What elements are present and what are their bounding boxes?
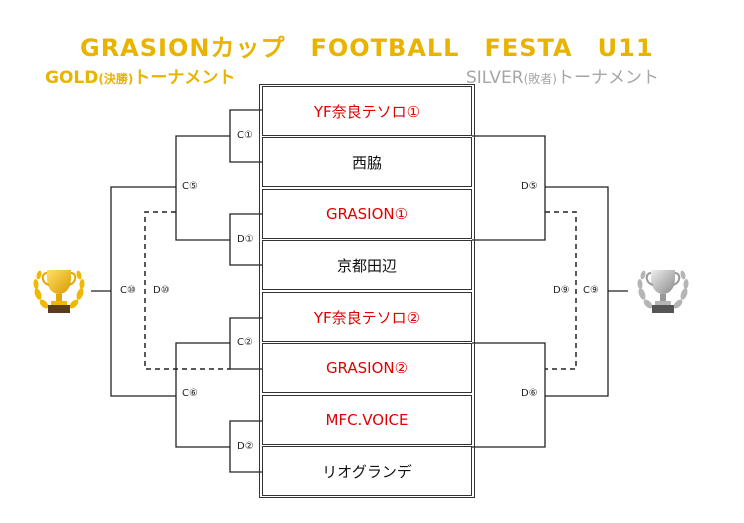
team-name-5: YF奈良テソロ② xyxy=(313,308,421,327)
team-box-3: GRASION① xyxy=(262,189,472,239)
team-name-8: リオグランデ xyxy=(322,462,412,481)
match-label-c6: C⑥ xyxy=(181,388,199,400)
bracket-d10-dashed xyxy=(144,211,230,370)
gold-label-main: GOLD xyxy=(45,68,99,88)
team-box-8: リオグランデ xyxy=(262,446,472,496)
team-name-2: 西脇 xyxy=(351,153,382,172)
gold-tournament-label: GOLD(決勝)トーナメント xyxy=(45,63,235,88)
match-label-c10: C⑩ xyxy=(119,285,137,297)
match-label-c2: C② xyxy=(236,337,254,349)
bracket-d6 xyxy=(472,342,546,448)
match-label-d2: D② xyxy=(236,441,255,453)
team-name-4: 京都田辺 xyxy=(336,256,397,275)
match-label-d6: D⑥ xyxy=(520,388,539,400)
silver-trophy-icon xyxy=(637,270,689,313)
team-box-1: YF奈良テソロ① xyxy=(262,86,472,136)
team-box-4: 京都田辺 xyxy=(262,240,472,290)
match-label-c1: C① xyxy=(236,130,254,142)
match-label-d5: D⑤ xyxy=(520,181,539,193)
match-label-d9: D⑨ xyxy=(552,285,571,297)
team-name-6: GRASION② xyxy=(325,359,409,377)
silver-label-main: SILVER xyxy=(466,68,524,88)
team-box-7: MFC.VOICE xyxy=(262,395,472,445)
silver-label-suffix: トーナメント xyxy=(556,68,659,88)
team-column xyxy=(259,84,475,498)
match-label-d1: D① xyxy=(236,234,255,246)
bracket-c6 xyxy=(175,342,230,448)
bracket-d9-dashed xyxy=(545,211,577,370)
team-name-7: MFC.VOICE xyxy=(325,411,409,429)
match-label-c5: C⑤ xyxy=(181,181,199,193)
match-label-c9: C⑨ xyxy=(582,285,600,297)
team-box-6: GRASION② xyxy=(262,343,472,393)
team-name-1: YF奈良テソロ① xyxy=(313,102,421,121)
silver-tournament-label: SILVER(敗者)トーナメント xyxy=(466,63,659,88)
silver-label-paren: (敗者) xyxy=(523,72,557,86)
team-box-2: 西脇 xyxy=(262,137,472,187)
gold-label-paren: (決勝) xyxy=(98,72,134,86)
gold-trophy-icon xyxy=(33,270,85,313)
match-label-d10: D⑩ xyxy=(152,285,171,297)
gold-label-suffix: トーナメント xyxy=(133,68,236,88)
bracket-d5 xyxy=(472,135,546,241)
tournament-title: GRASIONカップ FOOTBALL FESTA U11 xyxy=(80,34,654,62)
bracket-c5 xyxy=(175,135,230,241)
team-box-5: YF奈良テソロ② xyxy=(262,292,472,342)
team-name-3: GRASION① xyxy=(325,205,409,223)
